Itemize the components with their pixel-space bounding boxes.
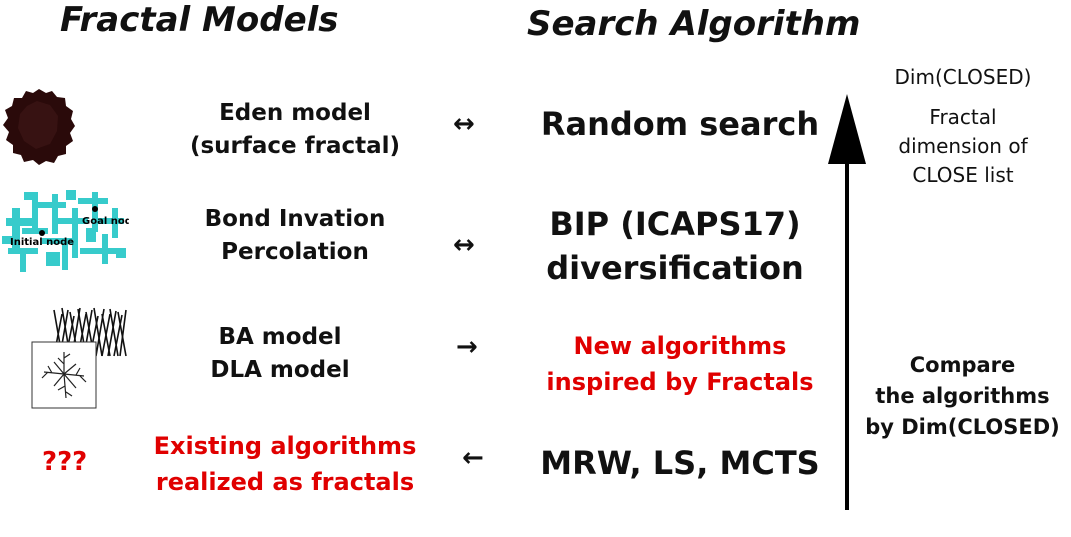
- model-line: Bond Invation: [204, 206, 386, 232]
- compare-line: Compare: [909, 353, 1016, 377]
- relation-arrow-row1: ↔: [453, 109, 475, 139]
- axis-description: Fractal dimension of CLOSE list: [868, 103, 1058, 190]
- relation-arrow-row4: ←: [462, 443, 484, 473]
- model-text-row2: Bond Invation Percolation: [170, 203, 420, 269]
- relation-arrow-row3: →: [456, 332, 478, 362]
- algorithm-random-search: Random search: [540, 105, 820, 143]
- header-search-algorithm: Search Algorithm: [527, 4, 861, 44]
- algorithm-line: New algorithms: [573, 332, 787, 360]
- algorithm-line: inspired by Fractals: [546, 368, 814, 396]
- eden-cluster-image: [3, 89, 75, 165]
- algorithm-bip-text: BIP (ICAPS17) diversification: [520, 202, 830, 290]
- description-line: Fractal: [929, 105, 997, 129]
- compare-line: the algorithms: [875, 384, 1050, 408]
- algorithm-line: diversification: [546, 249, 804, 287]
- description-line: CLOSE list: [912, 163, 1014, 187]
- axis-top-label: Dim(CLOSED): [894, 65, 1032, 89]
- model-line: DLA model: [210, 357, 350, 383]
- header-fractal-models: Fractal Models: [60, 0, 339, 40]
- description-line: dimension of: [898, 134, 1028, 158]
- model-line: Existing algorithms: [153, 432, 417, 460]
- algorithm-line: BIP (ICAPS17): [549, 205, 801, 243]
- bip-cluster-image: Goal node Initial node: [2, 188, 129, 274]
- algorithm-new-text: New algorithms inspired by Fractals: [520, 328, 840, 400]
- goal-node-label: Goal node: [82, 216, 129, 227]
- model-line: Percolation: [221, 239, 369, 265]
- unknown-fractal-marker: ???: [42, 447, 88, 477]
- model-text-row4: Existing algorithms realized as fractals: [140, 428, 430, 500]
- compare-line: by Dim(CLOSED): [865, 415, 1060, 439]
- ba-dla-image: [31, 306, 128, 409]
- algorithm-mrw-ls-mcts: MRW, LS, MCTS: [540, 444, 820, 482]
- model-line: (surface fractal): [189, 133, 401, 159]
- model-line: Eden model: [219, 100, 371, 126]
- model-line: BA model: [218, 324, 342, 350]
- dimension-axis-arrow: [828, 94, 866, 510]
- relation-arrow-row2: ↔: [453, 230, 475, 260]
- model-line: realized as fractals: [155, 468, 415, 496]
- model-text-row1: Eden model (surface fractal): [180, 97, 410, 163]
- compare-label: Compare the algorithms by Dim(CLOSED): [855, 350, 1070, 443]
- model-text-row3: BA model DLA model: [200, 321, 360, 387]
- initial-node-label: Initial node: [10, 237, 74, 248]
